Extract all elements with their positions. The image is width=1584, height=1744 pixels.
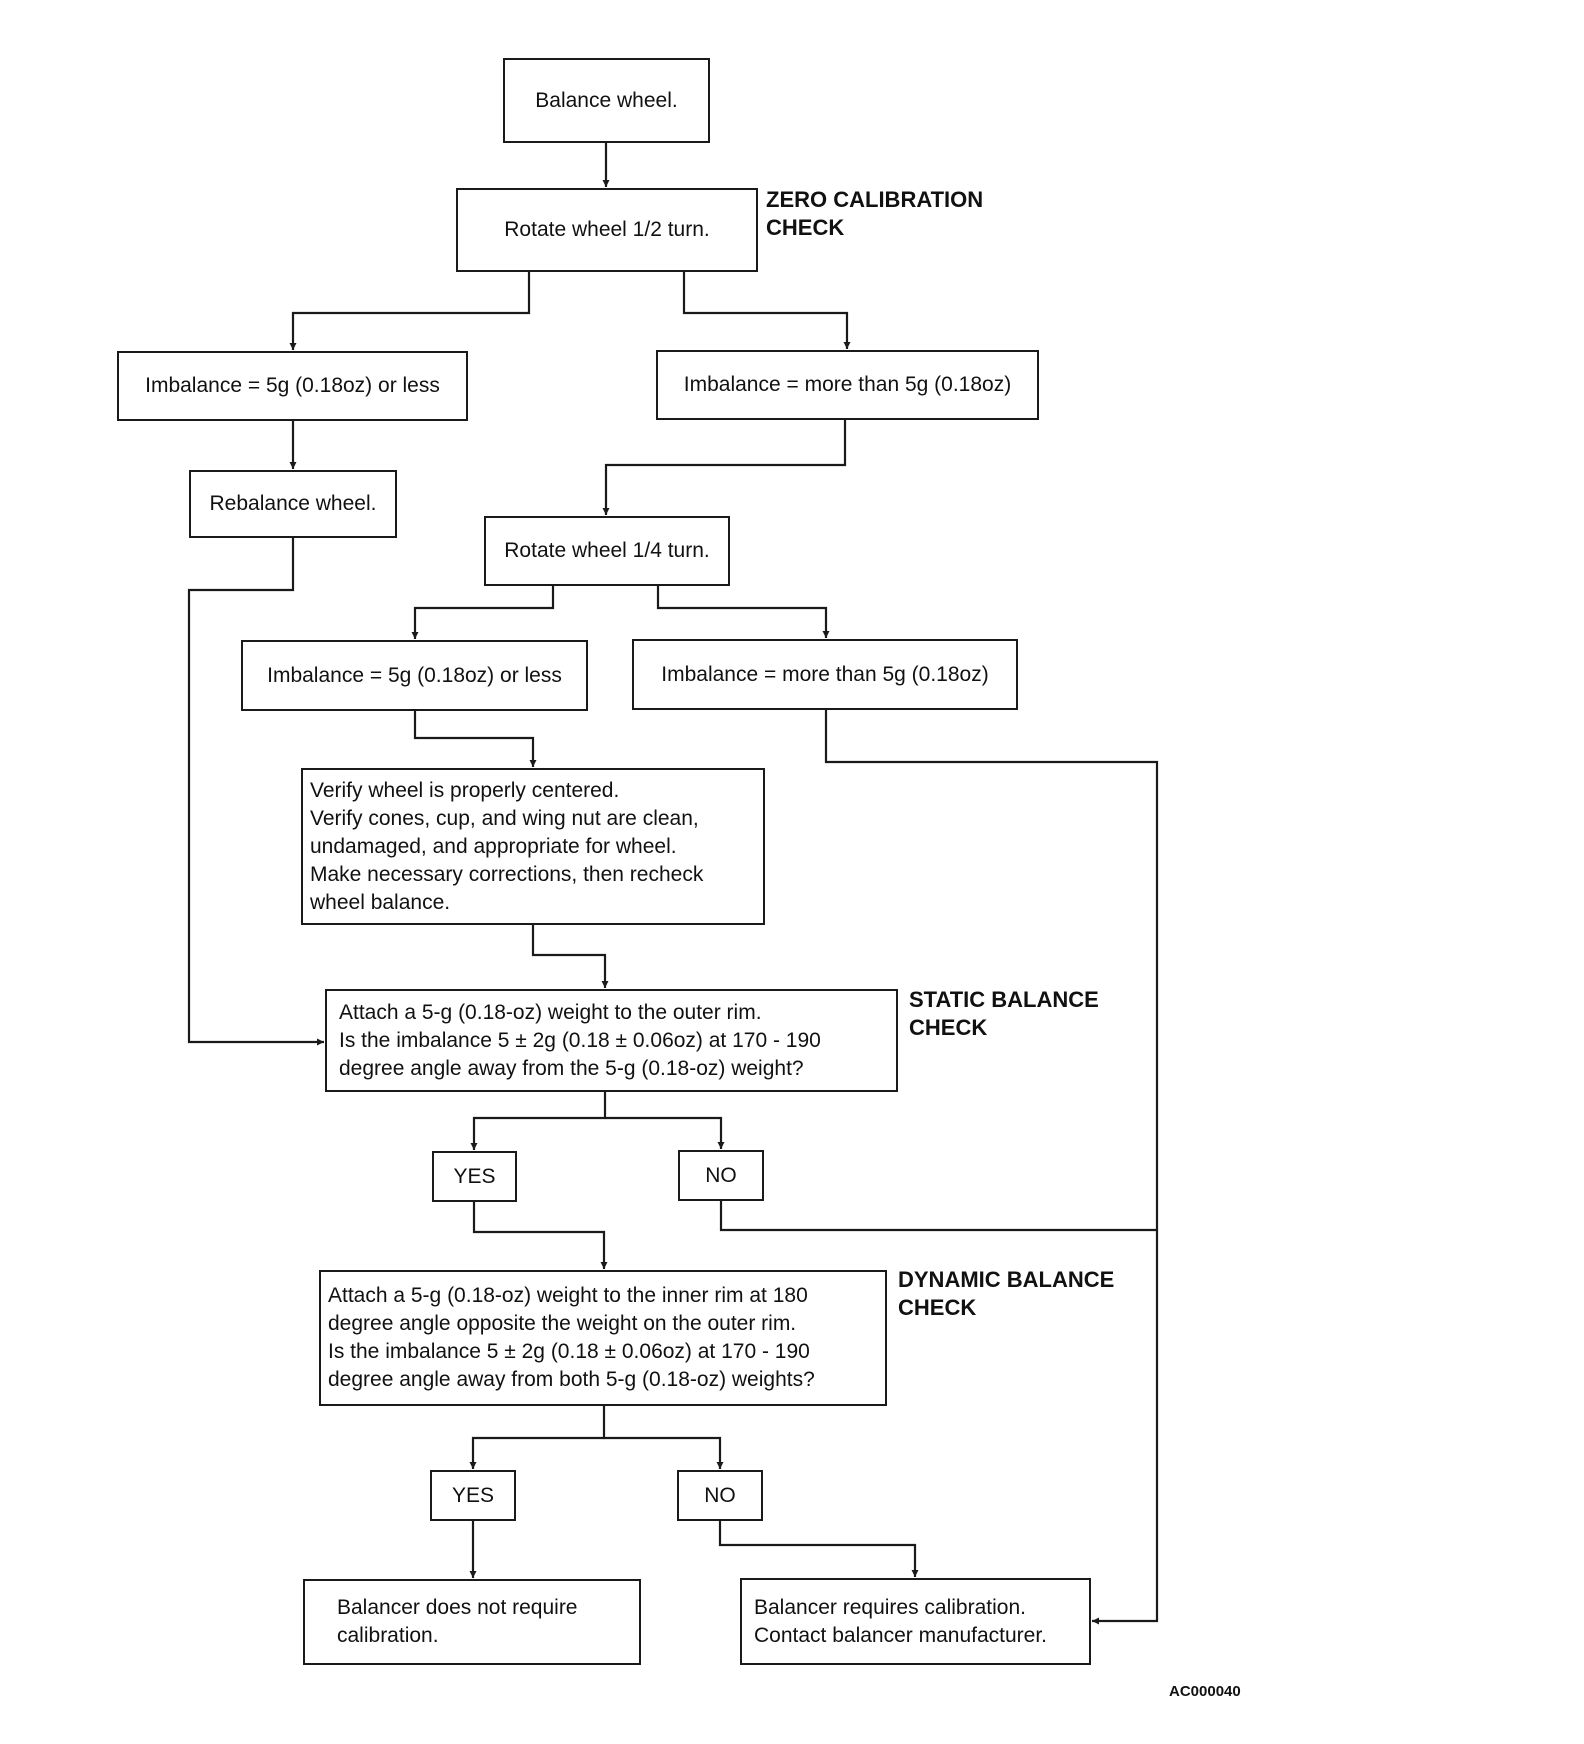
heading-zero-line1: ZERO CALIBRATION [766, 187, 984, 212]
edge-static-to-no [605, 1116, 725, 1149]
dynamic-line-2: degree angle opposite the weight on the … [328, 1312, 797, 1335]
node-yes-static: YES [432, 1151, 517, 1202]
calibration-line-2: Contact balancer manufacturer. [754, 1623, 1047, 1647]
node-no-dynamic-text: NO [704, 1483, 736, 1507]
dynamic-line-4: degree angle away from both 5-g (0.18-oz… [328, 1368, 815, 1391]
node-verify-centering: Verify wheel is properly centered. Verif… [301, 768, 765, 925]
node-rotate-quarter-turn: Rotate wheel 1/4 turn. [484, 516, 730, 586]
edge-rotate-quarter-to-imb-gt [656, 586, 830, 638]
dynamic-line-1: Attach a 5-g (0.18-oz) weight to the inn… [328, 1284, 808, 1307]
heading-dynamic-balance: DYNAMIC BALANCE CHECK [898, 1266, 1114, 1322]
node-imbalance-gt-first: Imbalance = more than 5g (0.18oz) [656, 350, 1039, 420]
node-no-calibration-needed: Balancer does not require calibration. [303, 1579, 641, 1665]
node-imbalance-gt-second: Imbalance = more than 5g (0.18oz) [632, 639, 1018, 710]
edge-dynamic-to-no [604, 1436, 724, 1469]
heading-zero-calibration: ZERO CALIBRATION CHECK [766, 186, 983, 242]
node-imbalance-gt-first-text: Imbalance = more than 5g (0.18oz) [683, 373, 1012, 396]
node-no-static-text: NO [705, 1163, 737, 1187]
edge-static-to-yes [470, 1092, 607, 1150]
node-rebalance-wheel: Rebalance wheel. [189, 470, 397, 538]
no-calibration-line-1: Balancer does not require [337, 1596, 578, 1619]
edge-imb-gt-to-rotate-quarter [602, 420, 847, 515]
heading-static-line1: STATIC BALANCE [909, 987, 1099, 1012]
heading-static-line2: CHECK [909, 1015, 988, 1040]
node-balance-wheel-text: Balance wheel. [535, 88, 678, 112]
node-imbalance-le-second-text: Imbalance = 5g (0.18oz) or less [267, 663, 562, 687]
edge-rotate-quarter-to-imb-le [411, 586, 555, 639]
node-static-balance-question: Attach a 5-g (0.18-oz) weight to the out… [325, 989, 898, 1092]
static-line-3: degree angle away from the 5-g (0.18-oz)… [339, 1056, 804, 1080]
edge-no-static-to-loop [719, 1201, 1157, 1232]
node-calibration-required: Balancer requires calibration. Contact b… [740, 1578, 1091, 1665]
static-line-1: Attach a 5-g (0.18-oz) weight to the out… [339, 1000, 762, 1024]
node-yes-dynamic: YES [430, 1470, 516, 1521]
no-calibration-line-2: calibration. [337, 1624, 439, 1647]
node-imbalance-gt-second-text: Imbalance = more than 5g (0.18oz) [661, 662, 989, 686]
heading-static-balance: STATIC BALANCE CHECK [909, 986, 1099, 1042]
node-no-dynamic: NO [677, 1470, 763, 1521]
heading-dynamic-line2: CHECK [898, 1295, 977, 1320]
heading-zero-line2: CHECK [766, 215, 845, 240]
calibration-line-1: Balancer requires calibration. [754, 1595, 1026, 1619]
edge-imb-gt-to-loop [824, 710, 1159, 1625]
edge-imb-le-to-verify [413, 711, 537, 767]
dynamic-line-3: Is the imbalance 5 ± 2g (0.18 ± 0.06oz) … [328, 1340, 810, 1363]
static-line-2: Is the imbalance 5 ± 2g (0.18 ± 0.06oz) … [339, 1028, 821, 1052]
figure-code: AC000040 [1169, 1683, 1241, 1700]
edge-yes-to-dynamic [472, 1202, 608, 1269]
heading-dynamic-line1: DYNAMIC BALANCE [898, 1267, 1115, 1292]
edge-no-to-calibration [718, 1521, 919, 1577]
verify-line-3: undamaged, and appropriate for wheel. [310, 834, 677, 858]
edge-dynamic-to-yes [469, 1406, 606, 1469]
node-yes-static-text: YES [453, 1164, 496, 1188]
verify-line-5: wheel balance. [310, 890, 451, 914]
node-no-static: NO [678, 1150, 764, 1201]
node-yes-dynamic-text: YES [451, 1483, 495, 1507]
node-imbalance-le-second: Imbalance = 5g (0.18oz) or less [241, 640, 588, 711]
edge-rotate-half-to-imb-le [289, 272, 531, 350]
node-rotate-half-turn: Rotate wheel 1/2 turn. [456, 188, 758, 272]
node-rotate-half-turn-text: Rotate wheel 1/2 turn. [504, 218, 710, 241]
node-imbalance-le-first-text: Imbalance = 5g (0.18oz) or less [145, 374, 440, 397]
edge-verify-to-static [531, 925, 609, 988]
verify-line-1: Verify wheel is properly centered. [310, 778, 620, 802]
node-dynamic-balance-question: Attach a 5-g (0.18-oz) weight to the inn… [319, 1270, 887, 1406]
verify-line-4: Make necessary corrections, then recheck [310, 862, 704, 886]
node-balance-wheel: Balance wheel. [503, 58, 710, 143]
node-rebalance-wheel-text: Rebalance wheel. [209, 492, 377, 515]
verify-line-2: Verify cones, cup, and wing nut are clea… [310, 806, 699, 830]
node-imbalance-le-first: Imbalance = 5g (0.18oz) or less [117, 351, 468, 421]
edge-rebalance-to-static [187, 538, 324, 1046]
edge-rotate-half-to-imb-gt [682, 272, 851, 349]
node-rotate-quarter-turn-text: Rotate wheel 1/4 turn. [504, 539, 710, 562]
